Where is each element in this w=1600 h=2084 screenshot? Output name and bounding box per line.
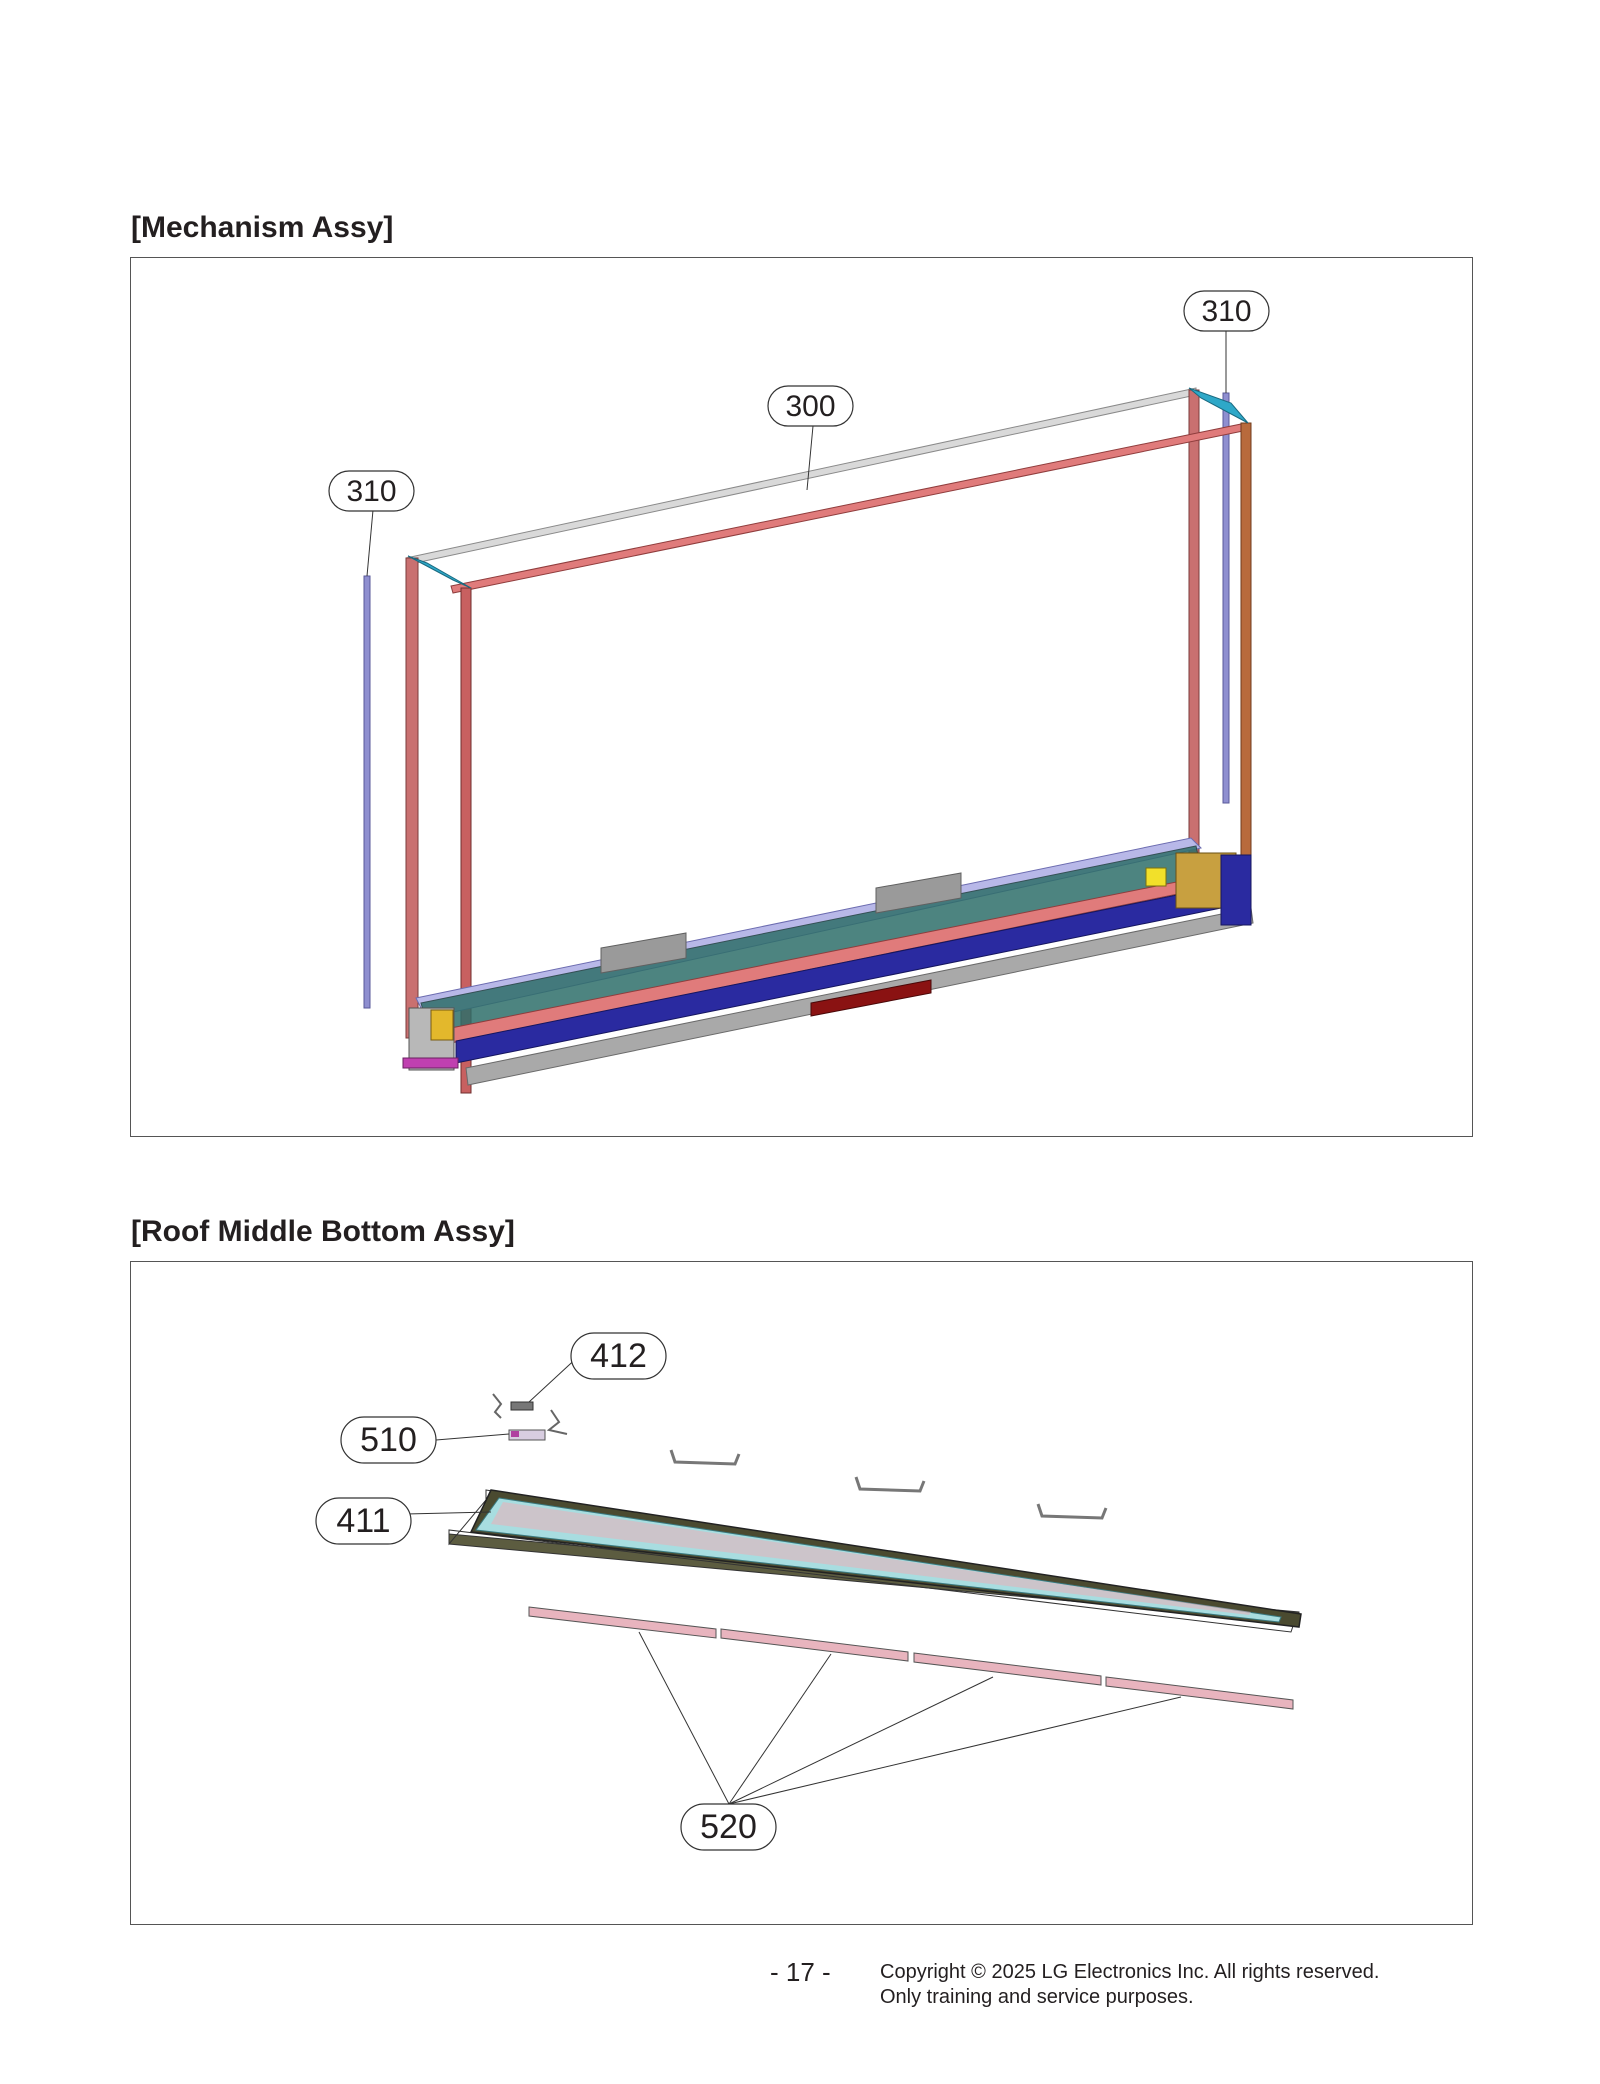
callout-label: 300: [785, 390, 835, 423]
callout-label: 310: [346, 475, 396, 508]
copyright-notice: Copyright © 2025 LG Electronics Inc. All…: [880, 1960, 1379, 2010]
section-title-roof-middle-bottom-assy: [Roof Middle Bottom Assy]: [131, 1215, 515, 1248]
callout-label: 310: [1201, 295, 1251, 328]
callout-510: 510: [340, 1416, 437, 1464]
front-frame: [407, 387, 1252, 1094]
roof-middle-bottom-assy-drawing: 412 510 411 520: [315, 1332, 1302, 1851]
leader-lines-520: [638, 1631, 1182, 1805]
small-bracket-parts: [492, 1393, 568, 1441]
back-frame: [405, 387, 1200, 1039]
callout-label: 412: [590, 1337, 647, 1375]
roof-tray-411: [448, 1489, 1302, 1633]
leader-line-411: [405, 1511, 492, 1515]
u-bracket-3: [1036, 1503, 1108, 1520]
mechanism-assy-diagram: 310 300 310: [130, 257, 1473, 1137]
u-bracket-1: [669, 1449, 741, 1466]
callout-412: 412: [570, 1332, 667, 1380]
callout-label: 510: [360, 1421, 417, 1459]
copyright-line-1: Copyright © 2025 LG Electronics Inc. All…: [880, 1961, 1380, 1983]
callout-520: 520: [680, 1803, 777, 1851]
page-number: - 17 -: [770, 1957, 831, 1987]
section-title-mechanism-assy: [Mechanism Assy]: [131, 211, 394, 244]
callout-310-left: 310: [328, 470, 415, 512]
bottom-drive-assembly: [402, 837, 1254, 1086]
callout-310-right: 310: [1183, 290, 1270, 332]
u-bracket-2: [854, 1476, 926, 1493]
callout-label: 411: [336, 1502, 390, 1540]
callout-label: 520: [700, 1808, 757, 1846]
roof-middle-bottom-assy-diagram: 412 510 411 520: [130, 1261, 1473, 1925]
led-bars-520: [528, 1606, 1294, 1710]
mechanism-assy-drawing: 310 300 310: [328, 290, 1270, 1094]
leader-line-310-left: [366, 509, 374, 577]
copyright-line-2: Only training and service purposes.: [880, 1986, 1194, 2008]
side-rail-right-310: [1222, 392, 1230, 804]
leader-line-300: [806, 425, 814, 491]
side-rail-left-310: [363, 575, 371, 1009]
leader-line-510: [435, 1433, 510, 1441]
callout-300: 300: [767, 385, 854, 427]
callout-411: 411: [315, 1497, 412, 1545]
